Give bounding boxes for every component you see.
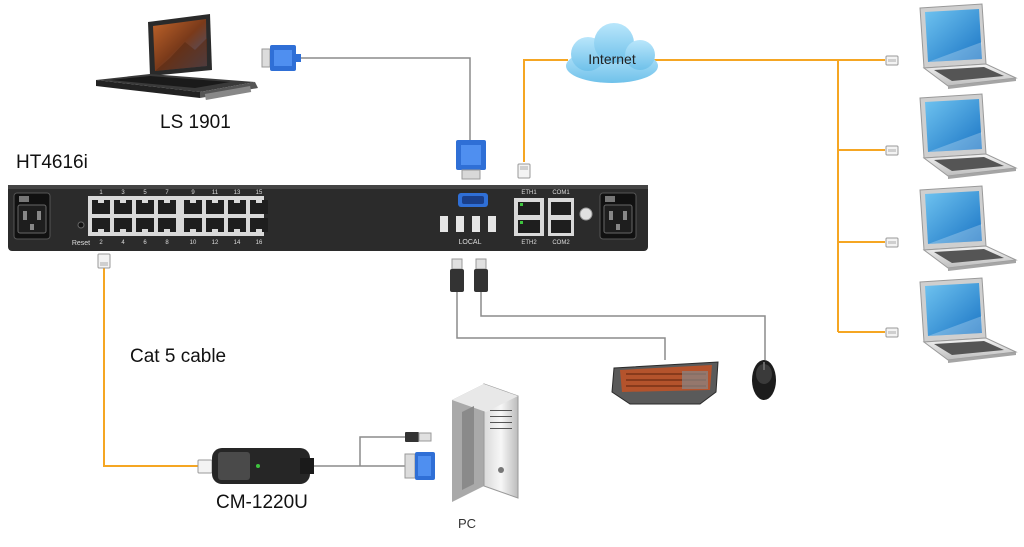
rj45-port [158, 218, 176, 232]
usb-cable-mouse [480, 292, 766, 360]
vga-port-icon [458, 193, 488, 207]
usb-plug-icon [474, 258, 488, 292]
port-number-bottom: 12 [212, 240, 219, 246]
port-number-top: 15 [256, 190, 263, 196]
adapter-label: CM-1220U [216, 492, 308, 513]
rj45-port-tab [142, 229, 148, 232]
port-number-bottom: 6 [143, 240, 147, 246]
laptop-icon [919, 277, 1017, 364]
cat5-cable [103, 265, 198, 467]
rj45-port-tab [256, 200, 262, 203]
port-number-top: 1 [99, 190, 103, 196]
switch-label: HT4616i [16, 152, 88, 173]
port-number-bottom: 14 [234, 240, 241, 246]
vga-plug-icon [404, 452, 435, 480]
rj45-port-tab [190, 200, 196, 203]
cable-label: Cat 5 cable [130, 346, 227, 367]
ls1901-console-icon [96, 14, 258, 100]
mouse-icon [752, 360, 776, 400]
vga-plug-icon [456, 140, 486, 180]
laptop-icon [919, 185, 1017, 272]
eth1-label: ETH1 [521, 190, 537, 196]
port-number-top: 13 [234, 190, 241, 196]
usb-cable-keyboard [456, 292, 666, 360]
port-number-top: 7 [165, 190, 169, 196]
rj45-plug-icon [885, 327, 899, 338]
rj45-port [136, 200, 154, 214]
laptop-icon [919, 93, 1017, 180]
rj45-plug-icon [885, 145, 899, 156]
console-label: LS 1901 [160, 112, 231, 133]
rj45-port-tab [190, 229, 196, 232]
cloud-label: Internet [588, 51, 636, 67]
rj45-port [206, 200, 224, 214]
rj45-port [92, 200, 110, 214]
port-number-top: 11 [212, 190, 219, 196]
rj45-plug-icon [885, 55, 899, 66]
rj45-port-tab [98, 200, 104, 203]
usb-plug-icon [405, 432, 432, 442]
vga-cable-console [298, 57, 471, 140]
ground-screw [579, 207, 593, 221]
laptop-network-cable [652, 59, 885, 333]
com2-label: COM2 [552, 240, 570, 246]
rj45-plug-icon [97, 253, 111, 269]
rj45-port [136, 218, 154, 232]
usb-plug-icon [450, 258, 464, 292]
rj45-port-tab [256, 229, 262, 232]
port-number-bottom: 8 [165, 240, 169, 246]
pc-label: PC [458, 516, 477, 531]
power-socket-icon [13, 192, 51, 240]
internet-cable [523, 59, 568, 162]
rj45-port [92, 218, 110, 232]
rj45-port [158, 200, 176, 214]
rj45-plug-icon [517, 163, 531, 179]
rj45-port [250, 218, 268, 232]
power-socket-icon [599, 192, 637, 240]
rj45-port [250, 200, 268, 214]
port-number-top: 3 [121, 190, 125, 196]
adapter-pc-cable [312, 436, 405, 467]
rj45-port-tab [212, 229, 218, 232]
usb-ports [440, 216, 496, 232]
pc-tower-icon [452, 383, 519, 502]
port-number-bottom: 2 [99, 240, 103, 246]
reset-label: Reset [72, 240, 90, 247]
cm1220u-adapter-icon [197, 448, 314, 484]
keyboard-icon [611, 361, 719, 405]
rj45-port-tab [212, 200, 218, 203]
laptop-icon [919, 3, 1017, 90]
port-number-bottom: 16 [256, 240, 263, 246]
rj45-port-tab [120, 229, 126, 232]
local-label: LOCAL [459, 239, 482, 246]
rj45-plug-icon [885, 237, 899, 248]
rj45-port-tab [164, 200, 170, 203]
vga-plug-icon [261, 45, 301, 71]
rj45-port [206, 218, 224, 232]
rj45-port-tab [164, 229, 170, 232]
rj45-port [184, 218, 202, 232]
rj45-port-tab [234, 229, 240, 232]
rj45-port [114, 218, 132, 232]
reset-button [77, 221, 85, 229]
port-number-top: 9 [191, 190, 195, 196]
port-number-bottom: 4 [121, 240, 125, 246]
com1-label: COM1 [552, 190, 570, 196]
rj45-port [228, 200, 246, 214]
rj45-port [114, 200, 132, 214]
rj45-port-tab [234, 200, 240, 203]
cloud-icon: Internet [566, 23, 658, 83]
port-number-bottom: 10 [190, 240, 197, 246]
port-number-top: 5 [143, 190, 147, 196]
rj45-port-tab [98, 229, 104, 232]
rj45-port [228, 218, 246, 232]
rj45-port-tab [120, 200, 126, 203]
rj45-port-tab [142, 200, 148, 203]
rj45-port [184, 200, 202, 214]
eth2-label: ETH2 [521, 240, 537, 246]
eth-com-ports [514, 198, 574, 236]
